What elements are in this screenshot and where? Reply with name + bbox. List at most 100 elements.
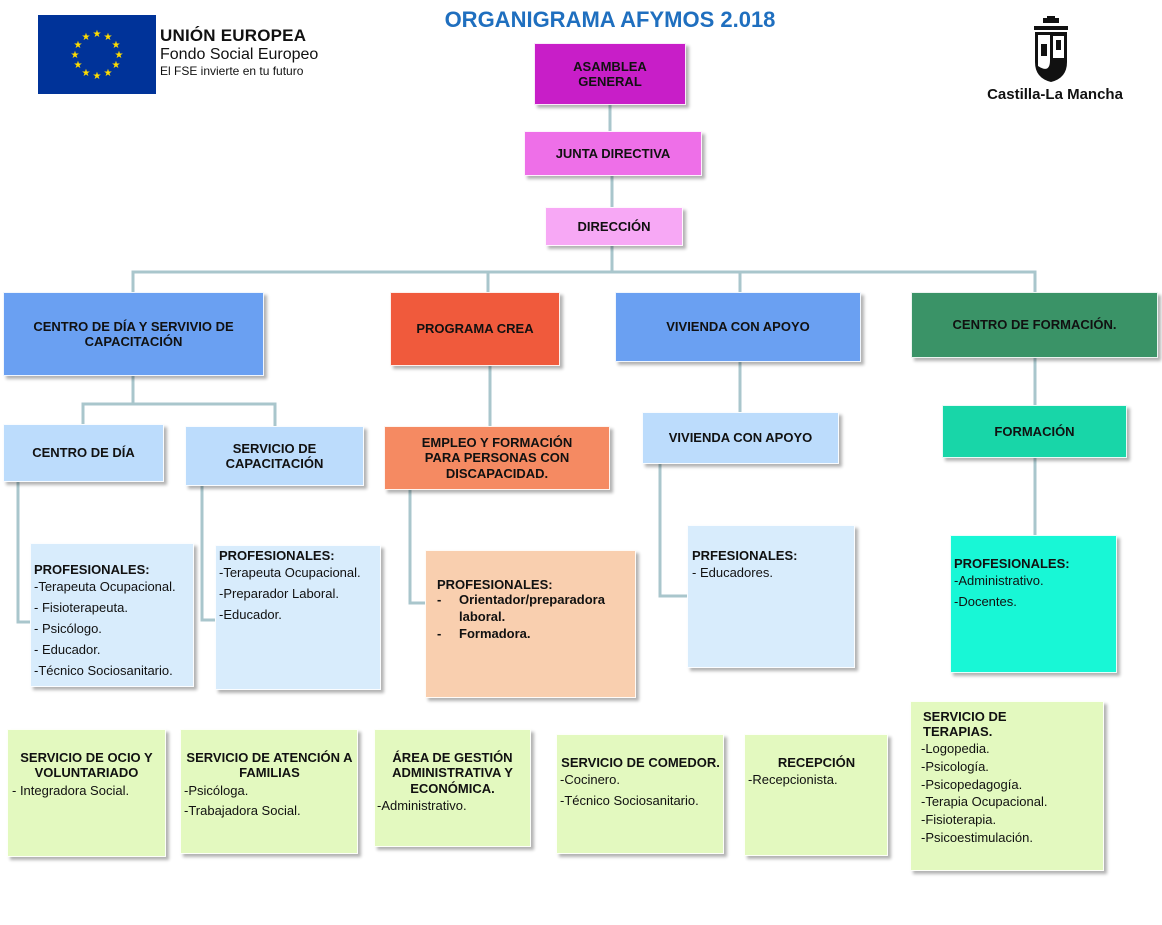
svg-text:★: ★	[93, 29, 102, 40]
area-vivienda-box: VIVIENDA CON APOYO	[615, 292, 861, 362]
list-item: -Cocinero.	[560, 772, 620, 788]
svg-text:★: ★	[82, 68, 91, 79]
area-programa-crea-label: PROGRAMA CREA	[416, 321, 534, 337]
subarea-vivienda-label: VIVIENDA CON APOYO	[668, 430, 813, 446]
item-dash: -	[437, 626, 442, 642]
list-item: -Educador.	[219, 606, 282, 622]
eu-flag-logo: ★★★ ★★★ ★★★ ★★★	[38, 15, 156, 94]
list-item: -Técnico Sociosanitario.	[34, 662, 173, 678]
list-item: - Psicólogo.	[34, 620, 102, 636]
service-ocio-list: - Integradora Social.	[12, 781, 161, 802]
professionals-crea-title: PROFESIONALES:	[437, 577, 553, 592]
connector-top-bus	[131, 270, 1037, 292]
service-terapias-box: SERVICIO DE TERAPIAS. -Logopedia. -Psico…	[910, 701, 1104, 871]
professionals-centro-dia-list: -Terapeuta Ocupacional. - Fisioterapeuta…	[34, 577, 193, 681]
svg-text:★: ★	[82, 32, 91, 43]
service-familias-title: SERVICIO DE ATENCIÓN A FAMILIAS	[186, 750, 353, 781]
list-item-text: Orientador/preparadora laboral.	[459, 592, 605, 625]
professionals-vivienda-title: PRFESIONALES:	[692, 548, 798, 563]
connector-area1-capacitacion	[133, 402, 277, 426]
subarea-formacion-box: FORMACIÓN	[942, 405, 1127, 458]
area-centro-formacion-label: CENTRO DE FORMACIÓN.	[952, 317, 1117, 333]
castilla-la-mancha-crest-icon	[1034, 16, 1068, 82]
list-item: - Orientador/preparadora laboral.	[437, 592, 629, 626]
list-item: -Terapia Ocupacional.	[921, 794, 1048, 810]
service-ocio-title: SERVICIO DE OCIO Y VOLUNTARIADO	[20, 750, 153, 781]
list-item: -Psicología.	[921, 758, 989, 774]
service-gestion-box: ÁREA DE GESTIÓN ADMINISTRATIVA Y ECONÓMI…	[374, 729, 531, 847]
professionals-formacion-title: PROFESIONALES:	[954, 556, 1070, 571]
svg-text:★: ★	[71, 50, 80, 61]
professionals-vivienda-list: - Educadores.	[692, 563, 854, 584]
list-item: - Fisioterapeuta.	[34, 600, 128, 616]
asamblea-general-label: ASAMBLEA GENERAL	[573, 58, 647, 89]
subarea-servicio-capacitacion-box: SERVICIO DE CAPACITACIÓN	[185, 426, 364, 486]
professionals-formacion-box: PROFESIONALES: -Administrativo. -Docente…	[950, 535, 1117, 673]
subarea-servicio-capacitacion-label: SERVICIO DE CAPACITACIÓN	[225, 440, 324, 471]
list-item-text: Formadora.	[459, 626, 531, 642]
list-item: -Psicoestimulación.	[921, 830, 1033, 846]
list-item: - Formadora.	[437, 626, 629, 643]
subarea-empleo-box: EMPLEO Y FORMACIÓN PARA PERSONAS CON DIS…	[384, 426, 610, 490]
connector-area1-centrodia	[81, 376, 135, 424]
svg-text:★: ★	[93, 71, 102, 82]
list-item: -Fisioterapia.	[921, 812, 997, 828]
eu-tagline: El FSE invierte en tu futuro	[160, 64, 304, 78]
area-centro-dia-servicio-box: CENTRO DE DÍA Y SERVIVIO DE CAPACITACIÓN	[3, 292, 264, 376]
direccion-label: DIRECCIÓN	[577, 218, 651, 234]
service-gestion-list: -Administrativo.	[377, 796, 528, 817]
svg-text:★: ★	[112, 40, 121, 51]
eu-logo-text: UNIÓN EUROPEA Fondo Social Europeo El FS…	[160, 26, 318, 78]
list-item: -Recepcionista.	[748, 772, 838, 788]
service-terapias-list: -Logopedia. -Psicología. -Psicopedagogía…	[921, 740, 1099, 848]
service-gestion-title: ÁREA DE GESTIÓN ADMINISTRATIVA Y ECONÓMI…	[392, 750, 513, 796]
svg-text:★: ★	[104, 68, 113, 79]
svg-text:★: ★	[112, 60, 121, 71]
eu-subtitle: Fondo Social Europeo	[160, 46, 319, 63]
service-familias-box: SERVICIO DE ATENCIÓN A FAMILIAS -Psicólo…	[180, 729, 358, 854]
junta-directiva-label: JUNTA DIRECTIVA	[555, 145, 671, 161]
list-item: -Logopedia.	[921, 740, 990, 756]
professionals-crea-list: - Orientador/preparadora laboral. - Formad…	[437, 592, 629, 643]
list-item: -Técnico Sociosanitario.	[560, 793, 699, 809]
subarea-centro-dia-label: CENTRO DE DÍA	[32, 445, 135, 461]
list-item: -Docentes.	[954, 594, 1017, 610]
list-item: -Psicóloga.	[184, 782, 249, 798]
list-item: - Integradora Social.	[12, 782, 130, 798]
eu-title: UNIÓN EUROPEA	[160, 26, 307, 45]
professionals-capacitacion-title: PROFESIONALES:	[219, 548, 335, 563]
service-comedor-box: SERVICIO DE COMEDOR. -Cocinero. -Técnico…	[556, 734, 724, 854]
page-title: ORGANIGRAMA AFYMOS 2.018	[444, 7, 776, 32]
subarea-centro-dia-box: CENTRO DE DÍA	[3, 424, 164, 482]
junta-directiva-box: JUNTA DIRECTIVA	[524, 131, 702, 176]
area-centro-formacion-box: CENTRO DE FORMACIÓN.	[911, 292, 1158, 358]
professionals-centro-dia-title: PROFESIONALES:	[34, 562, 150, 577]
connector-empleo-prof	[408, 490, 426, 605]
professionals-capacitacion-box: PROFESIONALES: -Terapeuta Ocupacional. -…	[215, 545, 381, 690]
professionals-formacion-list: -Administrativo. -Docentes.	[954, 571, 1116, 613]
professionals-crea-box: PROFESIONALES: - Orientador/preparadora l…	[425, 550, 636, 698]
professionals-vivienda-box: PRFESIONALES: - Educadores.	[687, 525, 855, 668]
eu-stars-icon: ★★★ ★★★ ★★★ ★★★	[71, 29, 124, 82]
svg-text:★: ★	[74, 60, 83, 71]
list-item: -Administrativo.	[377, 797, 467, 813]
list-item: -Administrativo.	[954, 573, 1044, 589]
service-recepcion-title: RECEPCIÓN	[777, 755, 856, 770]
service-terapias-title: SERVICIO DE TERAPIAS.	[923, 709, 1007, 740]
item-dash: -	[437, 592, 442, 608]
area-centro-dia-servicio-label: CENTRO DE DÍA Y SERVIVIO DE CAPACITACIÓN	[33, 318, 234, 349]
area-vivienda-label: VIVIENDA CON APOYO	[666, 319, 810, 335]
connector-vivienda-prof	[658, 464, 688, 598]
professionals-capacitacion-list: -Terapeuta Ocupacional. -Preparador Labo…	[219, 563, 380, 625]
asamblea-general-box: ASAMBLEA GENERAL	[534, 43, 686, 105]
subarea-empleo-label: EMPLEO Y FORMACIÓN PARA PERSONAS CON DIS…	[421, 435, 573, 481]
professionals-centro-dia-box: PROFESIONALES: -Terapeuta Ocupacional. -…	[30, 543, 194, 687]
svg-text:★: ★	[104, 32, 113, 43]
service-ocio-box: SERVICIO DE OCIO Y VOLUNTARIADO - Integr…	[7, 729, 166, 857]
service-comedor-list: -Cocinero. -Técnico Sociosanitario.	[560, 770, 721, 812]
area-programa-crea-box: PROGRAMA CREA	[390, 292, 560, 366]
service-recepcion-box: RECEPCIÓN -Recepcionista.	[744, 734, 888, 856]
svg-text:★: ★	[115, 50, 124, 61]
list-item: -Terapeuta Ocupacional.	[219, 565, 361, 581]
list-item: - Educador.	[34, 641, 101, 657]
